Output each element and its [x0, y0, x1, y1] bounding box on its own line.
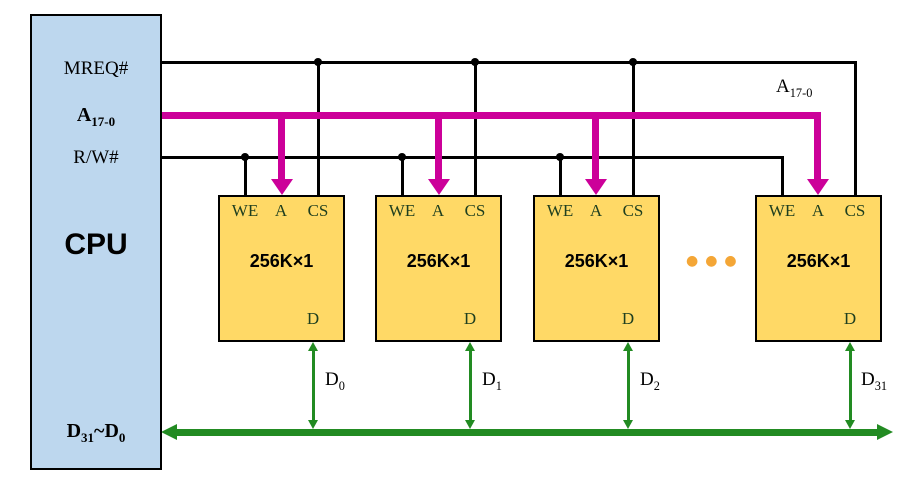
data-line-label: D0 — [325, 369, 345, 393]
mreq-wire — [162, 61, 857, 64]
data-bus-left-arrowhead-icon — [161, 424, 177, 440]
data-line-label: D2 — [640, 369, 660, 393]
data-line-1 — [312, 350, 315, 421]
memory-chip-2: WE A CS 256K×1 D — [375, 195, 502, 342]
data-line-3 — [627, 350, 630, 421]
data-line-up-arrowhead-icon — [845, 342, 855, 351]
junction-dot — [314, 58, 322, 66]
address-arrowhead-icon — [807, 179, 829, 195]
we-pin-label: WE — [768, 201, 796, 220]
d-pin-label: D — [463, 309, 477, 328]
junction-dot — [629, 58, 637, 66]
data-line-down-arrowhead-icon — [465, 420, 475, 429]
cpu-block: MREQ# A17-0 R/W# CPU D31~D0 — [30, 14, 162, 470]
rw-branch-wire-3 — [559, 156, 562, 195]
junction-dot — [556, 153, 564, 161]
rw-branch-wire-4 — [781, 156, 784, 195]
cpu-address-label: A17-0 — [76, 104, 116, 129]
address-arrowhead-icon — [271, 179, 293, 195]
address-bus-label: A17-0 — [776, 76, 813, 100]
data-line-up-arrowhead-icon — [623, 342, 633, 351]
data-line-up-arrowhead-icon — [308, 342, 318, 351]
cs-pin-label: CS — [622, 201, 644, 220]
data-bus-right-arrowhead-icon — [877, 424, 893, 440]
mreq-branch-wire-4 — [854, 61, 857, 195]
we-pin-label: WE — [231, 201, 259, 220]
we-pin-label: WE — [546, 201, 574, 220]
rw-branch-wire-1 — [244, 156, 247, 195]
mreq-branch-wire-3 — [632, 61, 635, 195]
junction-dot — [241, 153, 249, 161]
memory-chip-3: WE A CS 256K×1 D — [533, 195, 660, 342]
data-line-label: D1 — [482, 369, 502, 393]
data-line-2 — [469, 350, 472, 421]
d-pin-label: D — [843, 309, 857, 328]
chip-size-label: 256K×1 — [786, 251, 851, 271]
address-bus-branch-1 — [278, 112, 285, 180]
d-pin-label: D — [621, 309, 635, 328]
cpu-data-bus-label: D31~D0 — [66, 420, 126, 445]
data-line-up-arrowhead-icon — [465, 342, 475, 351]
address-bus-branch-2 — [435, 112, 442, 180]
junction-dot — [398, 153, 406, 161]
address-arrowhead-icon — [428, 179, 450, 195]
cpu-title: CPU — [64, 228, 128, 261]
mreq-label: MREQ# — [63, 58, 129, 79]
address-bus — [162, 112, 821, 119]
chip-size-label: 256K×1 — [249, 251, 314, 271]
rw-wire — [162, 156, 783, 159]
data-line-down-arrowhead-icon — [308, 420, 318, 429]
junction-dot — [471, 58, 479, 66]
chip-size-label: 256K×1 — [564, 251, 629, 271]
mreq-branch-wire-2 — [474, 61, 477, 195]
address-arrowhead-icon — [585, 179, 607, 195]
data-line-label: D31 — [861, 369, 888, 393]
mreq-branch-wire-1 — [317, 61, 320, 195]
data-line-down-arrowhead-icon — [623, 420, 633, 429]
memory-chip-1: WE A CS 256K×1 D — [218, 195, 345, 342]
cs-pin-label: CS — [464, 201, 486, 220]
ellipsis-dots: ●●● — [686, 253, 744, 269]
rw-branch-wire-2 — [401, 156, 404, 195]
a-pin-label: A — [431, 201, 445, 220]
rw-label: R/W# — [73, 147, 119, 168]
we-pin-label: WE — [388, 201, 416, 220]
memory-chip-4: WE A CS 256K×1 D — [755, 195, 882, 342]
a-pin-label: A — [589, 201, 603, 220]
chip-size-label: 256K×1 — [406, 251, 471, 271]
address-bus-branch-3 — [592, 112, 599, 180]
data-line-4 — [849, 350, 852, 421]
data-bus — [177, 429, 877, 436]
data-line-down-arrowhead-icon — [845, 420, 855, 429]
a-pin-label: A — [811, 201, 825, 220]
d-pin-label: D — [306, 309, 320, 328]
cs-pin-label: CS — [844, 201, 866, 220]
a-pin-label: A — [274, 201, 288, 220]
address-bus-branch-4 — [814, 112, 821, 180]
cs-pin-label: CS — [307, 201, 329, 220]
